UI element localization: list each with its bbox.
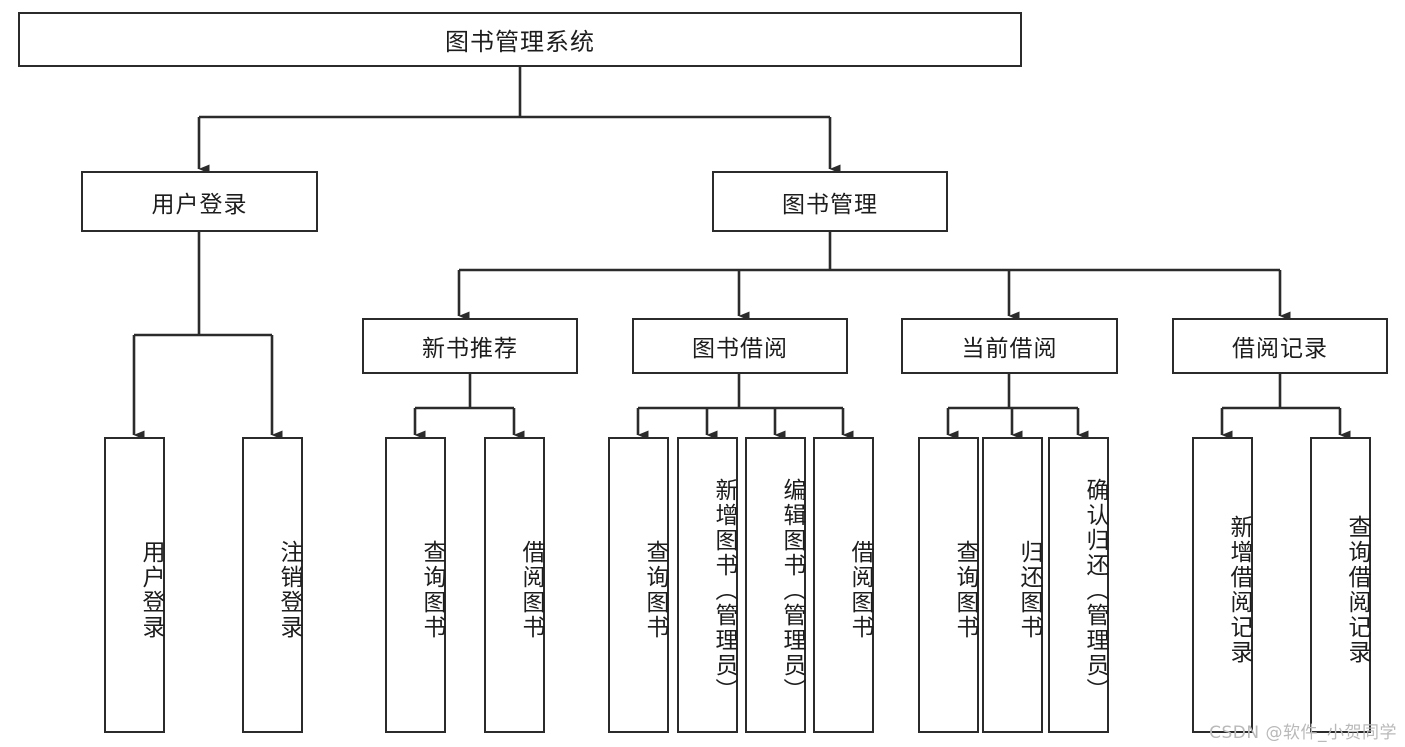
node-leaf-query-book-3[interactable]: 查询图书 [918,437,979,733]
node-leaf-add-book[interactable]: 新增图书（管理员） [677,437,738,733]
node-leaf-borrow-book-2-label: 借阅图书 [847,540,873,640]
node-book-manage-label: 图书管理 [782,191,878,218]
node-leaf-query-record[interactable]: 查询借阅记录 [1310,437,1371,733]
node-leaf-borrow-book-1[interactable]: 借阅图书 [484,437,545,733]
node-leaf-query-book-3-label: 查询图书 [952,540,978,640]
node-root-label: 图书管理系统 [445,28,595,56]
node-borrow-record-label: 借阅记录 [1232,336,1328,362]
node-leaf-user-login[interactable]: 用户登录 [104,437,165,733]
node-user-login[interactable]: 用户登录 [81,171,318,232]
node-leaf-user-login-label: 用户登录 [138,540,164,640]
node-leaf-return-book-label: 归还图书 [1016,540,1042,640]
node-book-borrow-label: 图书借阅 [692,336,788,362]
node-root[interactable]: 图书管理系统 [18,12,1022,67]
node-new-book-recommend-label: 新书推荐 [422,336,518,362]
node-book-borrow[interactable]: 图书借阅 [632,318,848,374]
node-book-manage[interactable]: 图书管理 [712,171,948,232]
node-new-book-recommend[interactable]: 新书推荐 [362,318,578,374]
node-leaf-query-book-2[interactable]: 查询图书 [608,437,669,733]
node-leaf-edit-book-label: 编辑图书（管理员） [779,477,805,703]
node-leaf-add-book-label: 新增图书（管理员） [711,477,737,703]
node-borrow-record[interactable]: 借阅记录 [1172,318,1388,374]
node-user-login-label: 用户登录 [151,191,248,218]
node-leaf-logout[interactable]: 注销登录 [242,437,303,733]
node-leaf-confirm-return-label: 确认归还（管理员） [1082,477,1108,703]
node-leaf-query-record-label: 查询借阅记录 [1344,515,1370,665]
node-leaf-query-book-1[interactable]: 查询图书 [385,437,446,733]
node-leaf-confirm-return[interactable]: 确认归还（管理员） [1048,437,1109,733]
node-leaf-add-record[interactable]: 新增借阅记录 [1192,437,1253,733]
node-leaf-edit-book[interactable]: 编辑图书（管理员） [745,437,806,733]
node-current-borrow[interactable]: 当前借阅 [901,318,1118,374]
node-leaf-return-book[interactable]: 归还图书 [982,437,1043,733]
node-leaf-query-book-2-label: 查询图书 [642,540,668,640]
node-leaf-borrow-book-1-label: 借阅图书 [518,540,544,640]
node-leaf-borrow-book-2[interactable]: 借阅图书 [813,437,874,733]
watermark: CSDN @软件_小贺同学 [1209,723,1397,743]
node-leaf-query-book-1-label: 查询图书 [419,540,445,640]
node-current-borrow-label: 当前借阅 [961,336,1058,362]
node-leaf-logout-label: 注销登录 [276,540,302,640]
node-leaf-add-record-label: 新增借阅记录 [1226,515,1252,665]
